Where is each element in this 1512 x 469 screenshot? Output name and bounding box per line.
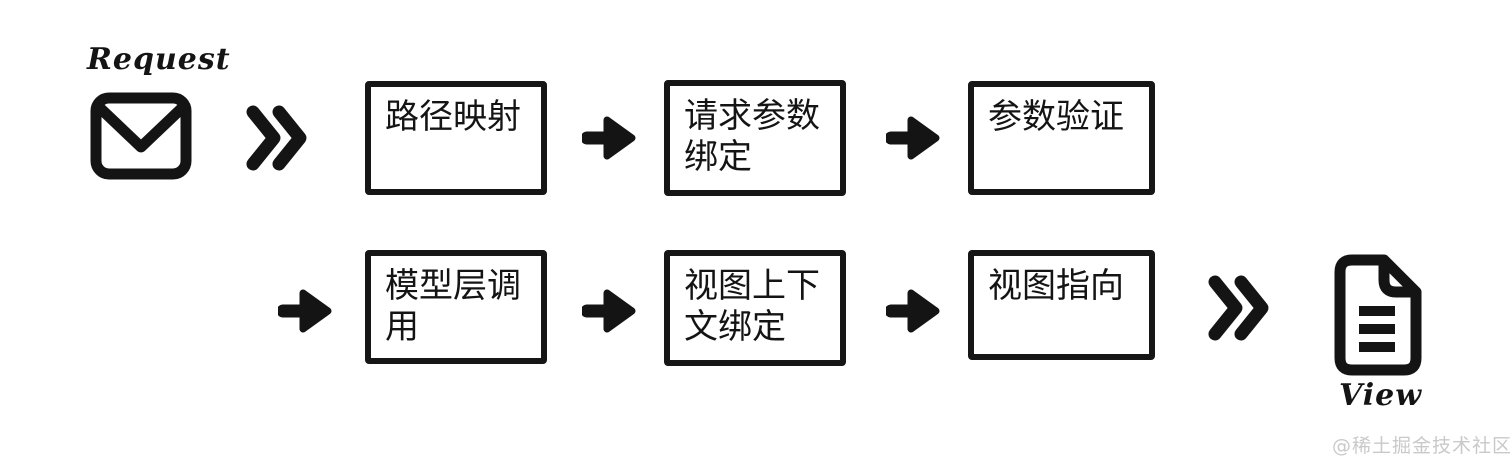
view-label: View [1339,378,1423,413]
arrow-right-icon [886,112,944,164]
arrow-right-icon [582,112,640,164]
request-label: Request [87,42,231,77]
flow-box-label: 模型层调用 [385,266,521,348]
flow-box-view-context-binding: 视图上下文绑定 [664,250,846,366]
double-chevron-icon [245,104,307,172]
flow-box-model-layer-call: 模型层调用 [365,250,547,364]
flow-box-request-param-binding: 请求参数绑定 [664,80,846,196]
flow-box-label: 参数验证 [988,97,1124,137]
arrow-right-icon [886,285,944,337]
flow-box-view-pointing: 视图指向 [968,250,1155,360]
arrow-right-icon [278,285,336,337]
arrow-right-icon [582,285,640,337]
double-chevron-icon [1207,274,1269,342]
flow-box-param-validation: 参数验证 [968,81,1155,195]
flow-box-label: 请求参数绑定 [684,96,820,178]
document-icon [1332,254,1422,376]
flow-box-label: 视图上下文绑定 [684,266,820,348]
envelope-icon [90,92,192,180]
flow-box-label: 视图指向 [988,266,1124,306]
flow-box-path-mapping: 路径映射 [365,81,547,195]
flow-box-label: 路径映射 [385,97,521,137]
watermark: @稀土掘金技术社区 [1332,435,1512,457]
